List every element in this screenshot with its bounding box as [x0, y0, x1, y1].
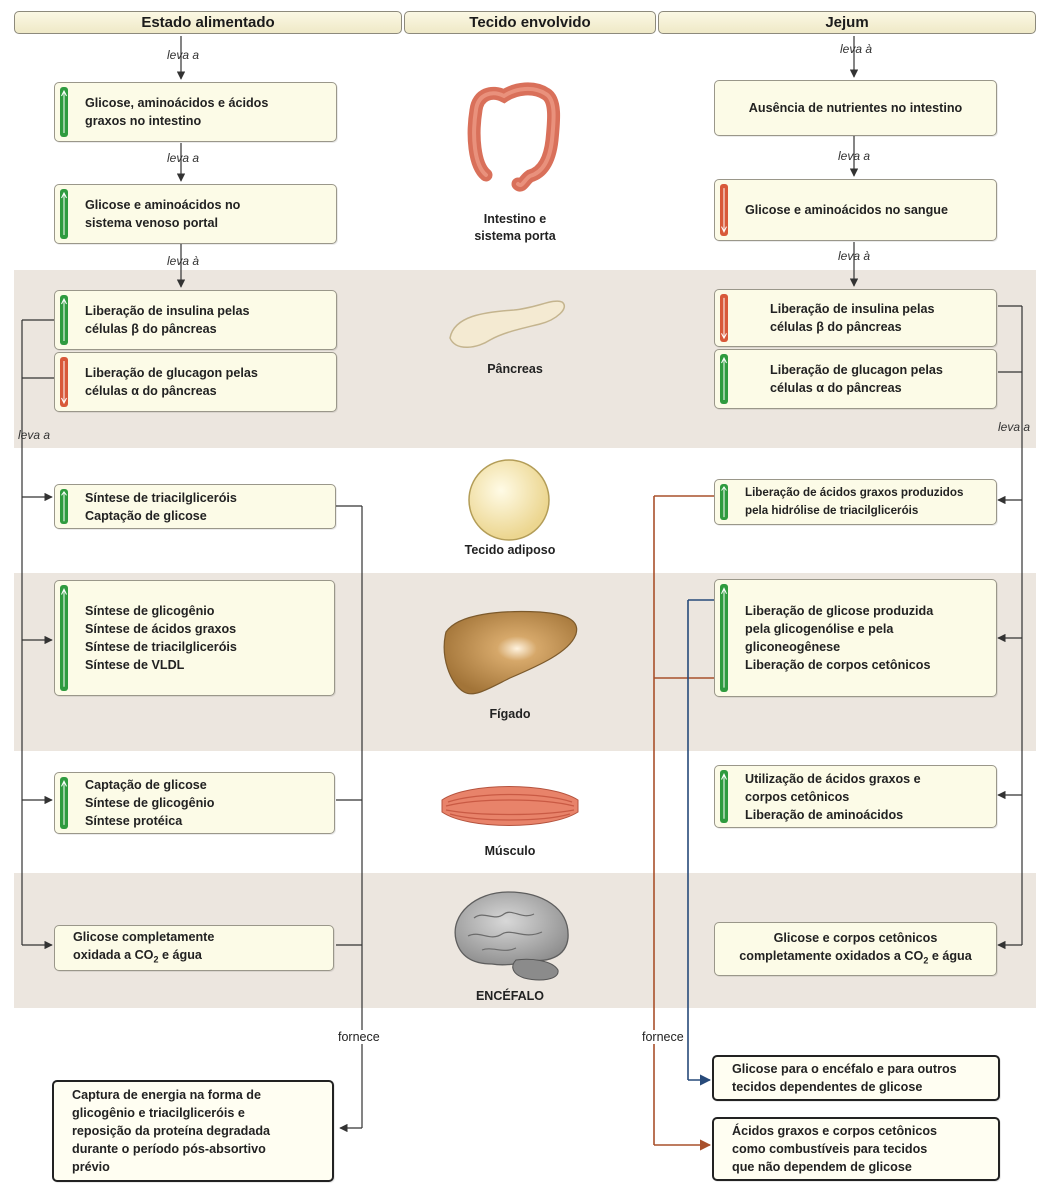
box-text: Liberação de insulina pelas células β do…: [745, 300, 934, 336]
fasting-glucagon-box: Liberação de glucagon pelas células α do…: [714, 349, 997, 409]
increase-arrow-icon: [60, 777, 68, 829]
fed-adipose-box: Síntese de triacilgliceróis Captação de …: [54, 484, 336, 529]
box-text: Ácidos graxos e corpos cetônicos como co…: [732, 1122, 937, 1176]
box-text: Glicose, aminoácidos e ácidos graxos no …: [85, 94, 268, 130]
box-text: Liberação de ácidos graxos produzidos pe…: [745, 484, 963, 520]
fed-outcome-box: Captura de energia na forma de glicogêni…: [52, 1080, 334, 1182]
intestine-icon: [464, 80, 564, 192]
tissue-label-intestine: Intestino e sistema porta: [440, 211, 590, 245]
box-text: Liberação de glucagon pelas células α do…: [85, 364, 258, 400]
increase-arrow-icon: [60, 87, 68, 137]
fasting-outcome-glucose-box: Glicose para o encéfalo e para outros te…: [712, 1055, 1000, 1101]
increase-arrow-icon: [720, 354, 728, 404]
box-text: Ausência de nutrientes no intestino: [749, 99, 962, 117]
box-text: Glicose e corpos cetônicos completamente…: [739, 929, 971, 970]
decrease-arrow-icon: [720, 184, 728, 236]
leads-to-label: leva à: [840, 42, 872, 56]
box-text: Glicose e aminoácidos no sangue: [745, 201, 948, 219]
increase-arrow-icon: [720, 484, 728, 520]
tissue-label-muscle: Músculo: [430, 843, 590, 860]
fasting-insulin-box: Liberação de insulina pelas células β do…: [714, 289, 997, 347]
box-text: Liberação de glucagon pelas células α do…: [745, 361, 943, 397]
tissue-label-liver: Fígado: [430, 706, 590, 723]
leads-to-label: leva a: [18, 428, 50, 442]
box-text: Glicose e aminoácidos no sistema venoso …: [85, 196, 240, 232]
box-text: Glicose para o encéfalo e para outros te…: [732, 1060, 957, 1096]
pancreas-icon: [444, 292, 570, 354]
box-text: Síntese de glicogênio Síntese de ácidos …: [85, 602, 237, 674]
fasting-outcome-fatty-acids-box: Ácidos graxos e corpos cetônicos como co…: [712, 1117, 1000, 1181]
supplies-label: fornece: [640, 1030, 686, 1044]
fasting-intestine-box: Ausência de nutrientes no intestino: [714, 80, 997, 136]
box-text: Glicose completamente oxidada a CO2 e ág…: [73, 928, 214, 969]
box-text: Liberação de insulina pelas células β do…: [85, 302, 249, 338]
fed-liver-box: Síntese de glicogênio Síntese de ácidos …: [54, 580, 335, 696]
leads-to-label: leva a: [838, 149, 870, 163]
decrease-arrow-icon: [720, 294, 728, 342]
brain-icon: [446, 888, 576, 984]
increase-arrow-icon: [60, 489, 68, 524]
fed-intestine-nutrients-box: Glicose, aminoácidos e ácidos graxos no …: [54, 82, 337, 142]
tissue-label-brain: ENCÉFALO: [430, 988, 590, 1005]
box-text: Síntese de triacilgliceróis Captação de …: [85, 489, 237, 525]
muscle-icon: [438, 778, 582, 834]
leads-to-label: leva a: [167, 48, 199, 62]
fed-insulin-box: Liberação de insulina pelas células β do…: [54, 290, 337, 350]
tissue-label-adipose: Tecido adiposo: [430, 542, 590, 559]
fasting-blood-box: Glicose e aminoácidos no sangue: [714, 179, 997, 241]
increase-arrow-icon: [60, 585, 68, 691]
fed-glucagon-box: Liberação de glucagon pelas células α do…: [54, 352, 337, 412]
fasting-adipose-box: Liberação de ácidos graxos produzidos pe…: [714, 479, 997, 525]
fasting-liver-box: Liberação de glicose produzida pela glic…: [714, 579, 997, 697]
tissue-label-pancreas: Pâncreas: [440, 361, 590, 378]
fasting-brain-box: Glicose e corpos cetônicos completamente…: [714, 922, 997, 976]
leads-to-label: leva à: [167, 254, 199, 268]
leads-to-label: leva à: [838, 249, 870, 263]
fasting-muscle-box: Utilização de ácidos graxos e corpos cet…: [714, 765, 997, 828]
box-text: Utilização de ácidos graxos e corpos cet…: [745, 770, 921, 824]
increase-arrow-icon: [720, 584, 728, 692]
supplies-label: fornece: [336, 1030, 382, 1044]
leads-to-label: leva a: [998, 420, 1030, 434]
fed-muscle-box: Captação de glicose Síntese de glicogêni…: [54, 772, 335, 834]
leads-to-label: leva a: [167, 151, 199, 165]
box-text: Captação de glicose Síntese de glicogêni…: [85, 776, 214, 830]
increase-arrow-icon: [60, 295, 68, 345]
fed-brain-box: Glicose completamente oxidada a CO2 e ág…: [54, 925, 334, 971]
adipose-tissue-icon: [466, 458, 552, 544]
box-text: Captura de energia na forma de glicogêni…: [72, 1086, 270, 1176]
fed-portal-box: Glicose e aminoácidos no sistema venoso …: [54, 184, 337, 244]
increase-arrow-icon: [60, 189, 68, 239]
box-text: Liberação de glicose produzida pela glic…: [745, 602, 933, 674]
decrease-arrow-icon: [60, 357, 68, 407]
increase-arrow-icon: [720, 770, 728, 823]
liver-icon: [440, 606, 582, 700]
